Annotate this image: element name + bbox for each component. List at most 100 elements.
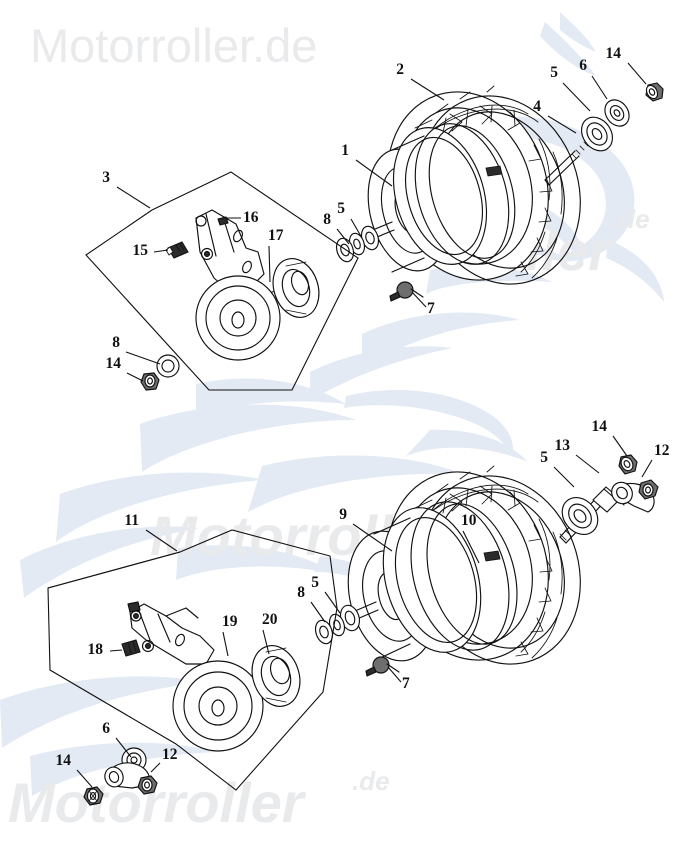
leader-line-13	[575, 454, 600, 474]
part-number-label: 20	[262, 611, 278, 628]
part-number-label: 8	[112, 334, 120, 351]
part-callout-20: 20	[262, 611, 278, 655]
leader-line-2	[410, 78, 445, 101]
leader-line-3	[116, 186, 151, 209]
leader-line-8	[125, 351, 161, 365]
part-number-label: 8	[323, 211, 331, 228]
part-number-label: 6	[579, 57, 587, 74]
part-callout-12: 12	[150, 746, 178, 773]
part-callout-13: 13	[555, 437, 600, 474]
front-right-collar	[604, 99, 630, 127]
part-callout-14: 14	[606, 45, 647, 85]
part-number-label: 3	[102, 169, 110, 186]
front-wheel-assembly	[335, 82, 664, 302]
leader-line-14	[76, 769, 93, 788]
rear-right-bearing	[559, 496, 599, 541]
leader-line-5	[562, 82, 591, 112]
rear-brake-drum-detail	[172, 660, 291, 752]
part-callout-6: 6	[102, 720, 132, 758]
part-callout-3: 3	[102, 169, 151, 209]
front-hub-drum	[367, 123, 516, 273]
part-number-label: 5	[337, 200, 345, 217]
leader-line-1	[355, 159, 393, 187]
part-number-label: 14	[106, 355, 122, 372]
part-number-label: 18	[88, 641, 104, 658]
part-number-label: 16	[243, 209, 259, 226]
leader-line-8	[310, 601, 326, 623]
rear-callout-brake-arm	[104, 762, 158, 795]
part-number-label: 4	[533, 98, 541, 115]
part-number-label: 14	[56, 752, 72, 769]
part-number-label: 10	[461, 512, 477, 529]
part-number-label: 12	[654, 442, 670, 459]
scooter-silhouette-watermark-middle	[20, 378, 528, 602]
leader-line-11	[145, 529, 178, 552]
front-left-washer-bearing-stack	[335, 225, 380, 263]
front-brake-drum-detail	[195, 258, 320, 361]
part-number-label: 8	[297, 584, 305, 601]
part-callout-12: 12	[641, 442, 670, 478]
leader-line-12	[641, 459, 653, 478]
rear-panel-bolt	[121, 639, 141, 657]
leader-line-15	[153, 249, 169, 253]
leader-line-14	[126, 372, 144, 382]
front-panel-bolt	[165, 241, 189, 259]
part-callout-8: 8	[323, 211, 350, 245]
front-right-bearing	[580, 116, 614, 152]
part-callout-14: 14	[592, 418, 628, 457]
front-callout-nut	[140, 372, 160, 391]
part-callout-14: 14	[56, 752, 93, 788]
rear-axle-nut	[618, 454, 638, 475]
part-callout-8: 8	[297, 584, 326, 623]
leader-line-6	[591, 75, 608, 100]
part-callout-9: 9	[339, 506, 393, 552]
part-number-label: 19	[222, 613, 238, 630]
part-number-label: 12	[162, 746, 178, 763]
part-callout-18: 18	[88, 641, 123, 658]
front-callout-washer	[156, 354, 180, 378]
part-callout-5: 5	[550, 64, 591, 112]
part-number-label: 5	[550, 64, 558, 81]
front-valve-stem	[389, 281, 424, 302]
part-callout-15: 15	[133, 242, 169, 259]
part-callout-7: 7	[387, 666, 410, 692]
leader-line-19	[222, 631, 229, 657]
rear-brake-panel	[127, 601, 215, 665]
rear-hub-drum	[347, 501, 518, 662]
scooter-silhouette-watermark-bottom	[0, 676, 216, 796]
part-number-label: 14	[592, 418, 608, 435]
rear-brake-arm	[611, 479, 659, 513]
part-callout-10: 10	[461, 512, 480, 564]
leader-line-6	[115, 737, 132, 758]
part-callout-5: 5	[337, 200, 363, 239]
part-callout-6: 6	[579, 57, 608, 100]
watermark-top-text: Motorroller.de	[30, 19, 317, 72]
leader-line-7	[387, 666, 402, 683]
watermark-bottom-text: Motorroller	[8, 771, 307, 834]
rear-callout-nut	[83, 786, 104, 806]
leader-line-5	[553, 466, 575, 488]
part-number-label: 15	[133, 242, 149, 259]
part-number-label: 7	[402, 675, 410, 692]
part-callout-2: 2	[396, 61, 445, 101]
part-number-label: 2	[396, 61, 404, 78]
part-callout-19: 19	[222, 613, 238, 657]
leader-line-10	[462, 530, 480, 564]
leader-line-8	[336, 228, 350, 245]
front-axle-bolt	[544, 141, 589, 186]
watermark-de-right-text: .de	[612, 204, 650, 234]
part-number-label: 5	[311, 574, 319, 591]
front-brake-panel-callout	[85, 171, 359, 391]
leader-line-14	[627, 62, 647, 85]
part-callout-5: 5	[311, 574, 341, 614]
part-callout-5: 5	[540, 449, 575, 488]
leader-line-5	[324, 591, 341, 614]
part-callout-8: 8	[112, 334, 161, 365]
part-callout-4: 4	[533, 98, 577, 134]
callout-box-rear	[47, 529, 338, 791]
part-callout-17: 17	[268, 227, 284, 283]
rear-hub-ring-detail	[251, 645, 301, 707]
part-number-label: 13	[555, 437, 571, 454]
